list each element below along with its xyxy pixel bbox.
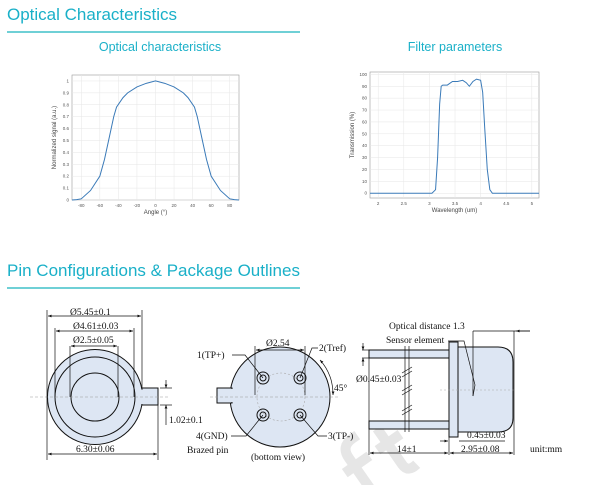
pin-pitch-label: Ø2.54 (266, 339, 290, 349)
pin-diameter-label: Ø0.45±0.03 (356, 375, 402, 385)
y-tick-label: 90 (362, 84, 368, 89)
y-tick-label: 1 (66, 78, 69, 83)
x-axis-label: Wavelength (um) (432, 208, 477, 214)
y-tick-label: 0.6 (63, 126, 70, 131)
dim-total-width: 6.30±0.06 (76, 445, 115, 455)
bottom-view-caption: (bottom view) (251, 452, 305, 463)
y-tick-label: 0.5 (63, 138, 70, 143)
unit-label: unit:mm (530, 445, 563, 455)
y-tick-label: 0.3 (63, 162, 70, 167)
x-tick-label: 20 (172, 203, 178, 208)
pin-4-label: 4(GND) (196, 431, 228, 442)
side-view (361, 329, 530, 455)
section-divider (7, 287, 300, 289)
pin-2-label: 2(Tref) (319, 343, 346, 354)
y-tick-label: 40 (362, 143, 368, 148)
pin-3-label: 3(TP-) (328, 431, 353, 442)
section-title-optical: Optical Characteristics (7, 5, 178, 24)
optical-distance-label: Optical distance 1.3 (389, 322, 465, 332)
pin-1-label: 1(TP+) (197, 350, 225, 361)
y-axis-label: Transmission (%) (350, 112, 356, 158)
x-tick-label: 0 (154, 203, 157, 208)
y-tick-label: 0.4 (63, 150, 70, 155)
y-tick-label: 0.7 (63, 114, 70, 119)
x-tick-label: 5 (531, 201, 534, 206)
y-axis-label: Normalized signal (a.u.) (52, 106, 58, 169)
dim-outer-diameter: Ø5.45±0.1 (70, 308, 111, 318)
section-divider (7, 31, 300, 33)
x-tick-label: 4 (479, 201, 482, 206)
bottom-view (210, 346, 340, 448)
x-tick-label: 2.5 (401, 201, 408, 206)
dim-mid-diameter: Ø4.61±0.03 (73, 322, 119, 332)
y-tick-label: 100 (359, 72, 367, 77)
x-tick-label: 4.5 (503, 201, 510, 206)
x-tick-label: -80 (78, 203, 85, 208)
y-tick-label: 10 (362, 179, 368, 184)
flange-thickness-label: 0.45±0.03 (467, 431, 506, 441)
top-view (30, 310, 172, 460)
x-tick-label: 80 (227, 203, 233, 208)
plot-area (369, 71, 540, 199)
package-height-label: 2.95±0.08 (461, 445, 500, 455)
series-line (71, 80, 240, 201)
optical-chart: -80 -60 -40 -20 0 20 40 60 80 0 0.1 0.2 0.3 0.4 0.5 0.6… (52, 74, 240, 216)
x-tick-label: -20 (134, 203, 141, 208)
watermark-graphic (340, 425, 421, 485)
x-tick-label: -60 (97, 203, 104, 208)
chart-title-optical: Optical characteristics (98, 40, 222, 54)
section-title-pins: Pin Configurations & Package Outlines (7, 261, 300, 280)
x-tick-label: 2 (377, 201, 380, 206)
y-tick-label: 50 (362, 131, 368, 136)
pin-length-label: 14±1 (397, 445, 417, 455)
x-axis-label: Angle (°) (144, 210, 167, 216)
y-tick-label: 0.1 (63, 186, 70, 191)
y-tick-label: 0.8 (63, 102, 70, 107)
x-tick-label: 3.5 (452, 201, 459, 206)
dim-inner-diameter: Ø2.5±0.05 (73, 336, 114, 346)
y-tick-label: 0.2 (63, 174, 70, 179)
x-tick-label: 60 (209, 203, 215, 208)
x-tick-label: -40 (115, 203, 122, 208)
angle-label: 45° (334, 383, 348, 394)
y-tick-label: 0.9 (63, 90, 70, 95)
y-tick-label: 60 (362, 119, 368, 124)
dim-tab-width: 1.02±0.1 (169, 416, 203, 426)
brazed-pin-label: Brazed pin (187, 446, 229, 456)
y-tick-label: 80 (362, 96, 368, 101)
x-tick-label: 40 (190, 203, 196, 208)
y-tick-label: 70 (362, 108, 368, 113)
y-tick-label: 0 (66, 198, 69, 203)
series-line (370, 78, 539, 194)
y-tick-label: 30 (362, 155, 368, 160)
sensor-element-label: Sensor element (386, 336, 445, 346)
y-tick-label: 20 (362, 167, 368, 172)
chart-title-filter: Filter parameters (407, 40, 503, 54)
x-tick-label: 3 (428, 201, 431, 206)
y-tick-label: 0 (364, 191, 367, 196)
